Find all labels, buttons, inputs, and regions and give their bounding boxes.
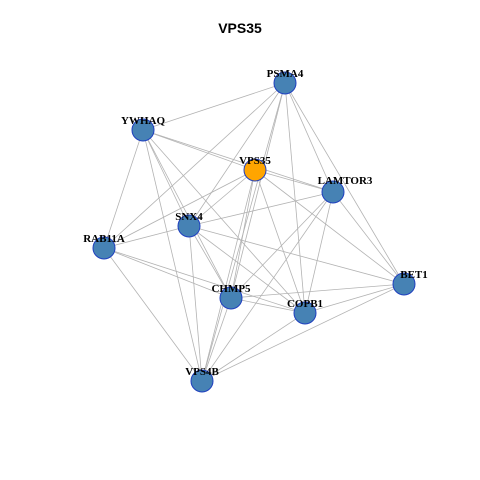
node-ywhaq: YWHAQ [121,115,165,142]
node-vps4b: VPS4B [185,366,219,393]
edge-rab11a-copb1 [103,247,306,314]
edge-snx4-chmp5 [188,225,232,299]
edge-snx4-rab11a [103,225,190,249]
node-circle-chmp5 [219,286,243,310]
edge-vps35-snx4 [188,169,256,227]
edge-vps35-lamtor3 [254,169,334,193]
node-circle-lamtor3 [321,180,345,204]
node-circle-psma4 [273,71,297,95]
edge-rab11a-vps4b [103,247,203,382]
edge-vps35-rab11a [103,169,256,249]
node-snx4: SNX4 [175,211,203,238]
node-circle-ywhaq [131,118,155,142]
graph-title: VPS35 [218,20,262,36]
edge-lamtor3-chmp5 [230,191,334,299]
edge-ywhaq-vps35 [142,129,256,171]
node-circle-vps35 [243,158,267,182]
node-rab11a: RAB11A [83,233,125,260]
edge-snx4-vps4b [188,225,203,382]
node-psma4: PSMA4 [267,68,304,95]
node-chmp5: CHMP5 [211,283,251,310]
edge-psma4-rab11a [103,82,286,249]
edge-psma4-snx4 [188,82,286,227]
edge-chmp5-vps4b [201,297,232,382]
node-circle-copb1 [293,301,317,325]
edge-layer [103,82,405,382]
node-label-vps4b: VPS4B [185,366,219,378]
edge-psma4-lamtor3 [284,82,334,193]
edge-copb1-bet1 [304,283,405,314]
node-circle-bet1 [392,272,416,296]
edge-vps35-copb1 [254,169,306,314]
edge-bet1-vps4b [201,283,405,382]
edge-lamtor3-copb1 [304,191,334,314]
node-bet1: BET1 [392,269,428,296]
edge-ywhaq-snx4 [142,129,190,227]
edge-ywhaq-vps4b [142,129,203,382]
node-label-vps35: VPS35 [239,155,271,167]
edge-psma4-ywhaq [142,82,286,131]
edge-ywhaq-copb1 [142,129,306,314]
edge-chmp5-bet1 [230,283,405,299]
node-vps35: VPS35 [239,155,271,182]
edge-ywhaq-chmp5 [142,129,232,299]
node-lamtor3: LAMTOR3 [318,175,373,204]
node-label-ywhaq: YWHAQ [121,115,165,127]
edge-vps35-vps4b [201,169,256,382]
edge-snx4-bet1 [188,225,405,285]
edge-chmp5-copb1 [230,297,306,314]
node-label-lamtor3: LAMTOR3 [318,175,373,187]
node-label-copb1: COPB1 [287,298,323,310]
node-copb1: COPB1 [287,298,323,325]
node-label-rab11a: RAB11A [83,233,125,245]
node-label-snx4: SNX4 [175,211,203,223]
node-circle-vps4b [190,369,214,393]
edge-vps35-bet1 [254,169,405,285]
edge-psma4-copb1 [284,82,306,314]
edge-ywhaq-rab11a [103,129,144,249]
node-label-chmp5: CHMP5 [211,283,251,295]
edge-psma4-bet1 [284,82,405,285]
node-label-bet1: BET1 [400,269,428,281]
edge-copb1-vps4b [201,312,306,382]
edge-lamtor3-vps4b [201,191,334,382]
edge-rab11a-chmp5 [103,247,232,299]
node-circle-snx4 [177,214,201,238]
edge-ywhaq-lamtor3 [142,129,334,193]
edge-lamtor3-bet1 [332,191,405,285]
edge-psma4-chmp5 [230,82,286,299]
edge-vps35-chmp5 [230,169,256,299]
node-label-psma4: PSMA4 [267,68,304,80]
edge-snx4-copb1 [188,225,306,314]
node-circle-rab11a [92,236,116,260]
edge-lamtor3-snx4 [188,191,334,227]
